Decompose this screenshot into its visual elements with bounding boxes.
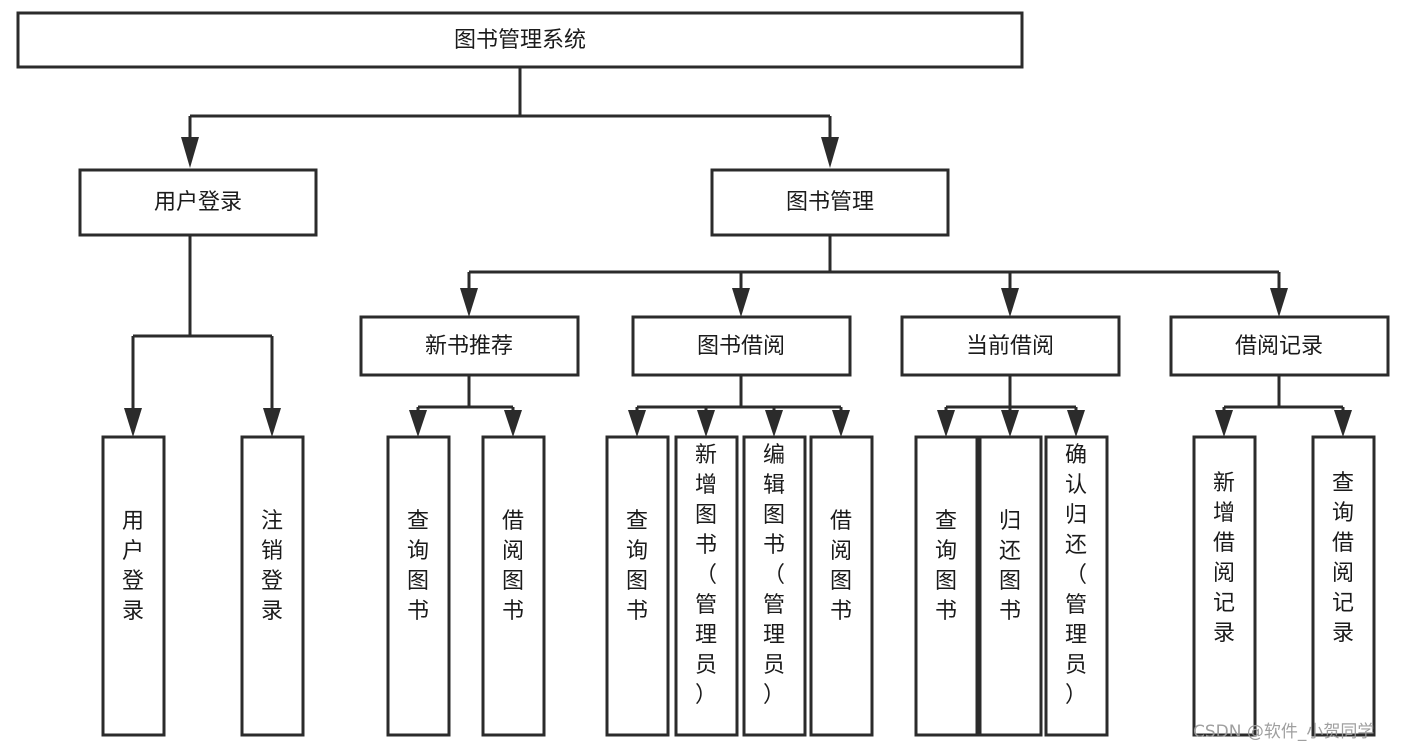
book-borrow-box[interactable] <box>631 315 852 377</box>
leaf-label: 编辑图书（管理员） <box>763 443 785 708</box>
arrow-newbook-l2 <box>504 410 522 437</box>
user-login-box[interactable] <box>78 168 318 237</box>
node-book-management[interactable]: 图书管理 <box>710 168 950 237</box>
node-borrow-record[interactable]: 借阅记录 <box>1169 315 1390 377</box>
arrow-userlogin-l1 <box>124 408 142 437</box>
leaf-book-borrow-borrow-book[interactable]: 借阅图书 <box>809 435 874 737</box>
leaf-current-borrow-return-book[interactable]: 归还图书 <box>978 435 1043 737</box>
book-borrow-label: 图书借阅 <box>697 334 785 359</box>
node-root-book-management-system[interactable]: 图书管理系统 <box>16 11 1024 69</box>
csdn-watermark: CSDN @软件_小贺同学 <box>1193 722 1374 742</box>
leaf-new-book-query-book[interactable]: 查询图书 <box>386 435 451 737</box>
leaf-label: 新增图书（管理员） <box>695 443 717 708</box>
leaf-box[interactable] <box>605 435 670 737</box>
leaf-box[interactable] <box>809 435 874 737</box>
arrow-root-to-user-login <box>181 137 199 168</box>
borrow-record-label: 借阅记录 <box>1235 334 1323 359</box>
leaf-label: 借阅图书 <box>502 509 524 624</box>
arrow-userlogin-l2 <box>263 408 281 437</box>
leaf-user-login-logout[interactable]: 注销登录 <box>240 435 305 737</box>
leaf-label: 确认归还（管理员） <box>1065 443 1087 708</box>
leaf-box[interactable] <box>1311 435 1376 737</box>
leaf-book-borrow-edit-book-admin[interactable]: 编辑图书（管理员） <box>742 435 807 737</box>
book-management-label: 图书管理 <box>786 190 874 215</box>
leaf-book-borrow-query-book[interactable]: 查询图书 <box>605 435 670 737</box>
book-management-box[interactable] <box>710 168 950 237</box>
leaf-current-borrow-confirm-return-admin[interactable]: 确认归还（管理员） <box>1044 435 1109 737</box>
leaf-box[interactable] <box>386 435 451 737</box>
current-borrow-label: 当前借阅 <box>966 334 1054 359</box>
arrow-current-l3 <box>1067 410 1085 437</box>
leaf-box[interactable] <box>481 435 546 737</box>
leaf-box[interactable] <box>1044 435 1109 737</box>
leaf-box[interactable] <box>240 435 305 737</box>
connector-layer <box>124 67 1352 437</box>
arrow-root-to-book-mgmt <box>821 137 839 168</box>
new-book-recommend-label: 新书推荐 <box>425 334 513 359</box>
leaf-box[interactable] <box>674 435 739 737</box>
root-box[interactable] <box>16 11 1024 69</box>
leaf-borrow-record-query-record[interactable]: 查询借阅记录 <box>1311 435 1376 737</box>
arrow-record-l1 <box>1215 410 1233 437</box>
leaf-label: 归还图书 <box>999 509 1021 624</box>
leaf-book-borrow-add-book-admin[interactable]: 新增图书（管理员） <box>674 435 739 737</box>
node-new-book-recommend[interactable]: 新书推荐 <box>359 315 580 377</box>
leaf-label: 用户登录 <box>122 509 144 624</box>
current-borrow-box[interactable] <box>900 315 1121 377</box>
leaf-box[interactable] <box>1192 435 1257 737</box>
arrow-borrow-l2 <box>697 410 715 437</box>
leaf-label: 借阅图书 <box>830 509 852 624</box>
leaf-box[interactable] <box>742 435 807 737</box>
arrow-borrow-l3 <box>765 410 783 437</box>
node-current-borrow[interactable]: 当前借阅 <box>900 315 1121 377</box>
arrow-current-l2 <box>1001 410 1019 437</box>
arrow-borrow-l1 <box>628 410 646 437</box>
leaf-new-book-borrow-book[interactable]: 借阅图书 <box>481 435 546 737</box>
leaf-label: 查询图书 <box>935 509 957 624</box>
leaf-label: 查询图书 <box>407 509 429 624</box>
leaf-user-login-login[interactable]: 用户登录 <box>101 435 166 737</box>
leaf-box[interactable] <box>101 435 166 737</box>
new-book-recommend-box[interactable] <box>359 315 580 377</box>
root-label: 图书管理系统 <box>454 28 586 53</box>
arrow-newbook-l1 <box>409 410 427 437</box>
leaf-label: 新增借阅记录 <box>1213 471 1235 646</box>
leaf-box[interactable] <box>914 435 979 737</box>
borrow-record-box[interactable] <box>1169 315 1390 377</box>
arrow-record-l2 <box>1334 410 1352 437</box>
node-user-login[interactable]: 用户登录 <box>78 168 318 237</box>
node-book-borrow[interactable]: 图书借阅 <box>631 315 852 377</box>
leaf-borrow-record-add-record[interactable]: 新增借阅记录 <box>1192 435 1257 737</box>
arrow-bookmgmt-c4 <box>1270 288 1288 317</box>
user-login-label: 用户登录 <box>154 190 242 215</box>
arrow-bookmgmt-c2 <box>732 288 750 317</box>
leaf-label: 查询借阅记录 <box>1332 471 1354 646</box>
arrow-current-l1 <box>937 410 955 437</box>
arrow-borrow-l4 <box>832 410 850 437</box>
leaf-current-borrow-query-book[interactable]: 查询图书 <box>914 435 979 737</box>
arrow-bookmgmt-c1 <box>460 288 478 317</box>
leaf-label: 查询图书 <box>626 509 648 624</box>
leaf-box[interactable] <box>978 435 1043 737</box>
leaf-label: 注销登录 <box>261 509 283 624</box>
arrow-bookmgmt-c3 <box>1001 288 1019 317</box>
